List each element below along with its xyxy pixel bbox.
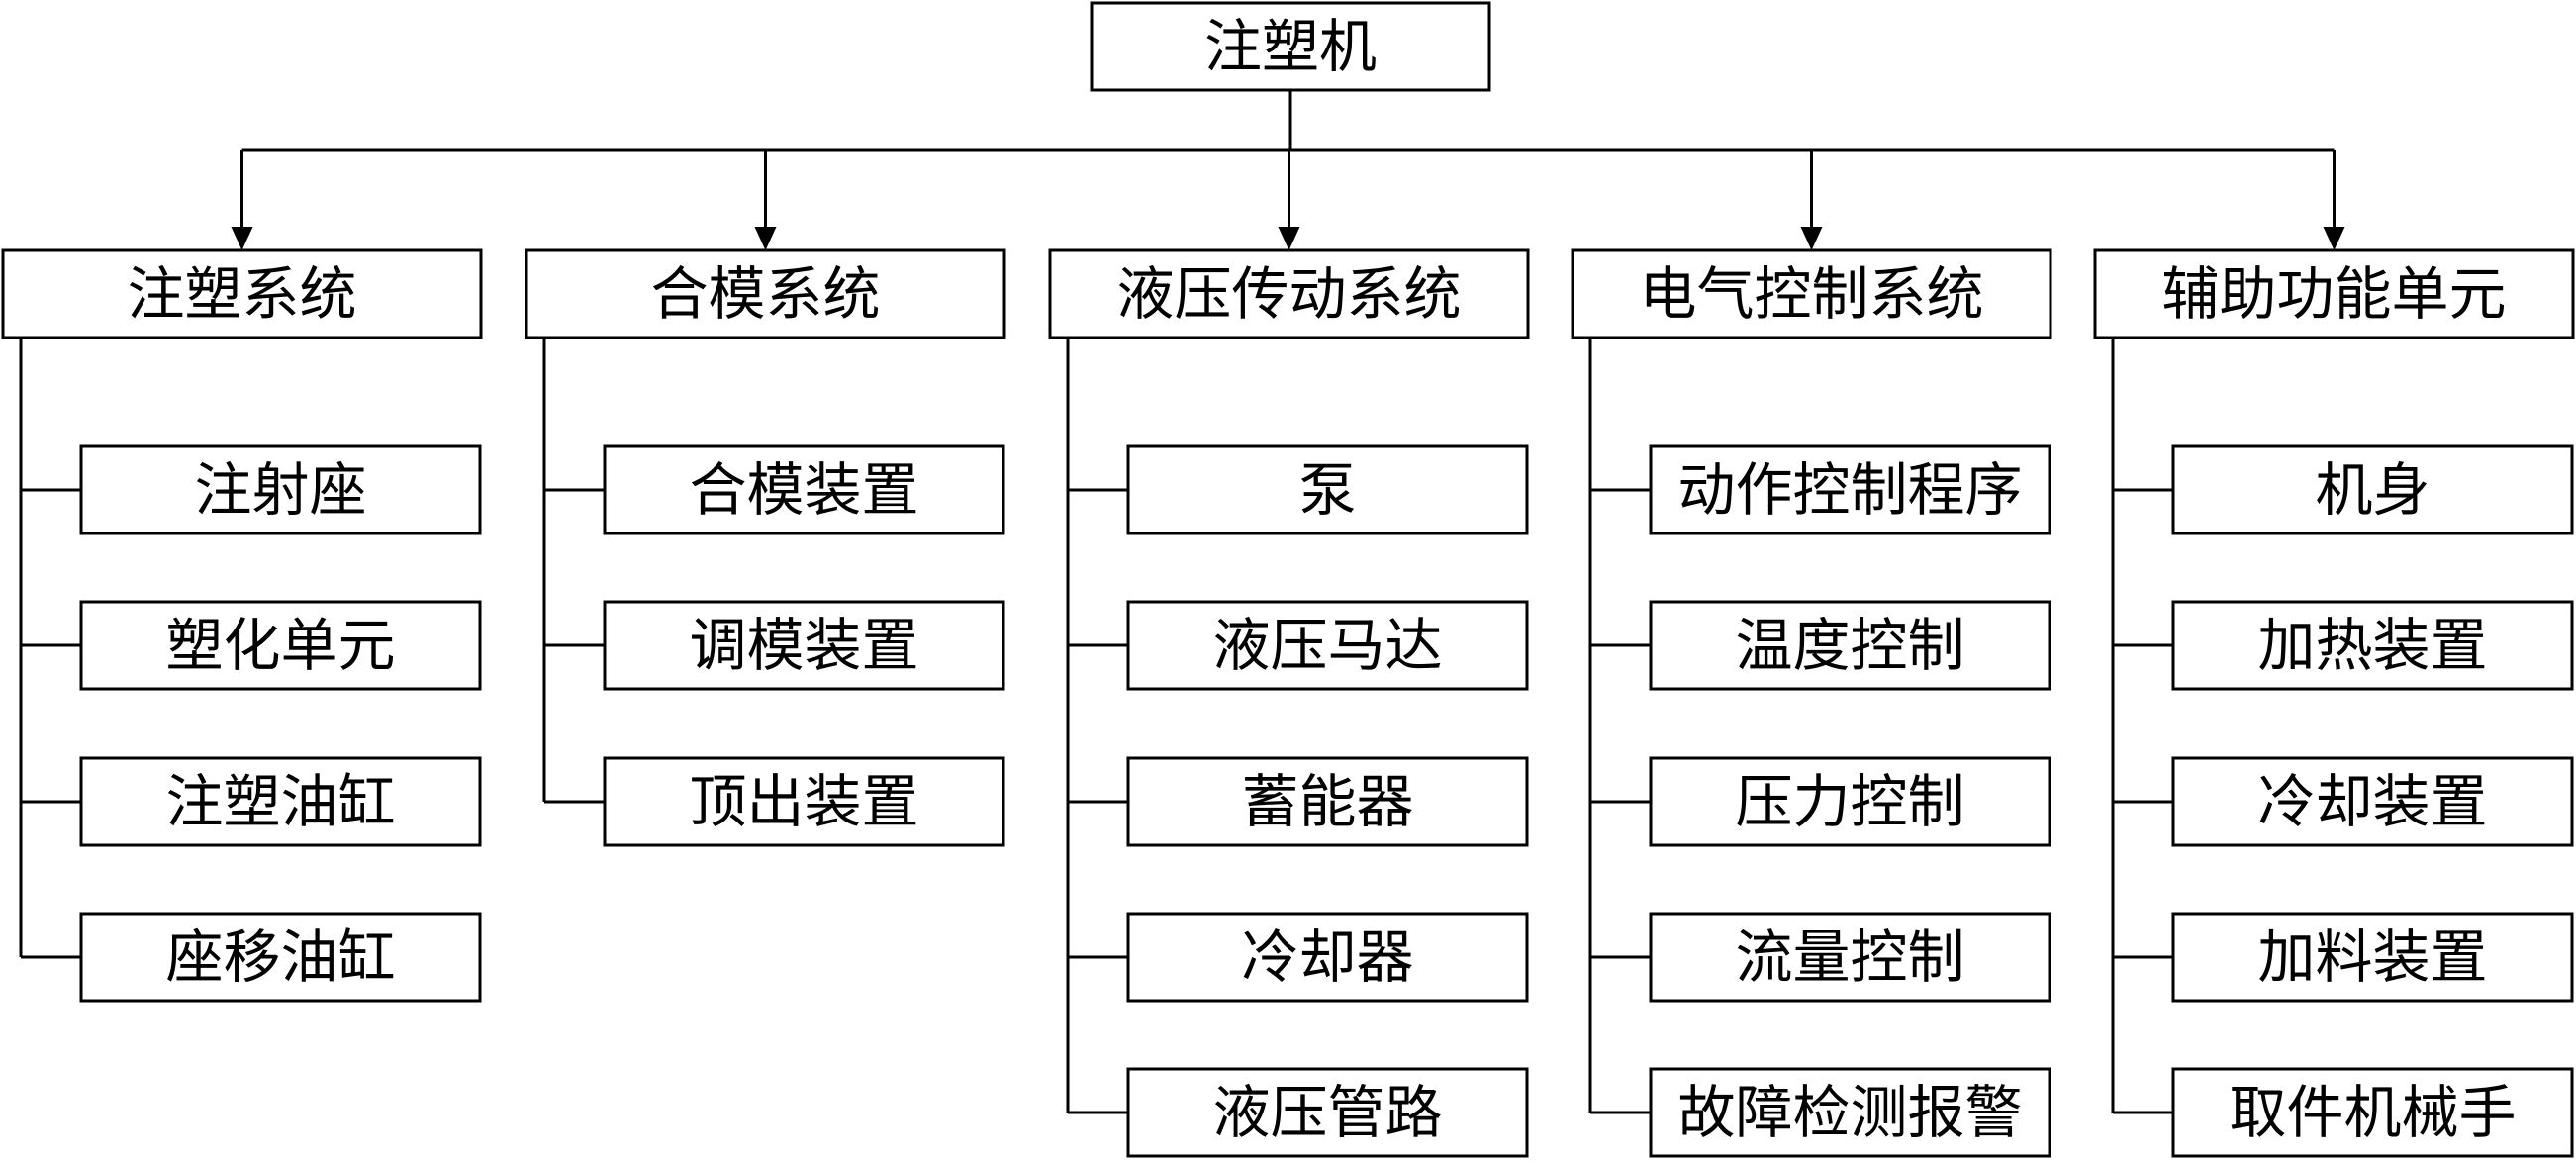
leaf-label: 取件机械手 [2229, 1079, 2516, 1146]
leaf-node: 注射座 [79, 444, 482, 535]
leaf-label: 机身 [2315, 456, 2430, 524]
leaf-node: 压力控制 [1649, 756, 2051, 847]
leaf-label: 温度控制 [1735, 612, 1964, 679]
leaf-label: 动作控制程序 [1677, 456, 2022, 524]
leaf-node: 加料装置 [2171, 912, 2574, 1003]
leaf-label: 合模装置 [689, 456, 918, 524]
arrowhead-icon [231, 227, 253, 250]
leaf-label: 压力控制 [1735, 768, 1964, 835]
leaf-label: 故障检测报警 [1677, 1079, 2022, 1146]
leaf-node: 座移油缸 [79, 912, 482, 1003]
category-label: 合模系统 [650, 260, 880, 328]
leaf-node: 动作控制程序 [1649, 444, 2051, 535]
category-label: 辅助功能单元 [2161, 260, 2506, 328]
leaf-label: 加料装置 [2257, 923, 2487, 991]
leaf-node: 流量控制 [1649, 912, 2051, 1003]
leaf-label: 调模装置 [689, 612, 918, 679]
leaf-label: 液压马达 [1212, 612, 1442, 679]
leaf-label: 蓄能器 [1241, 768, 1413, 835]
leaf-node: 加热装置 [2171, 600, 2574, 691]
leaf-label: 加热装置 [2257, 612, 2487, 679]
leaf-node: 机身 [2171, 444, 2574, 535]
category-node: 电气控制系统 [1571, 248, 2052, 339]
leaf-node: 冷却装置 [2171, 756, 2574, 847]
leaf-label: 注塑油缸 [165, 768, 395, 835]
leaf-label: 座移油缸 [165, 923, 395, 991]
category-node: 辅助功能单元 [2093, 248, 2575, 339]
leaf-node: 液压马达 [1126, 600, 1529, 691]
category-label: 电气控制系统 [1639, 260, 1983, 328]
arrowhead-icon [1278, 227, 1300, 250]
leaf-node: 故障检测报警 [1649, 1067, 2051, 1158]
leaf-label: 冷却装置 [2257, 768, 2487, 835]
arrowhead-icon [2323, 227, 2345, 250]
category-label: 注塑系统 [127, 260, 356, 328]
leaf-label: 顶出装置 [689, 768, 918, 835]
leaf-node: 取件机械手 [2171, 1067, 2574, 1158]
leaf-node: 塑化单元 [79, 600, 482, 691]
root-label: 注塑机 [1204, 13, 1377, 80]
leaf-node: 温度控制 [1649, 600, 2051, 691]
leaf-label: 冷却器 [1241, 923, 1413, 991]
connectors [19, 90, 2345, 1114]
leaf-node: 冷却器 [1126, 912, 1529, 1003]
arrowhead-icon [754, 227, 777, 250]
category-label: 液压传动系统 [1116, 260, 1461, 328]
leaf-node: 合模装置 [603, 444, 1005, 535]
category-node: 液压传动系统 [1048, 248, 1530, 339]
root-node: 注塑机 [1090, 1, 1491, 92]
leaf-node: 注塑油缸 [79, 756, 482, 847]
leaf-label: 流量控制 [1735, 923, 1964, 991]
leaf-label: 注射座 [194, 456, 366, 524]
leaf-label: 泵 [1298, 456, 1356, 524]
arrowhead-icon [1800, 227, 1823, 250]
category-node: 注塑系统 [1, 248, 483, 339]
leaf-node: 液压管路 [1126, 1067, 1529, 1158]
leaf-node: 蓄能器 [1126, 756, 1529, 847]
leaf-node: 调模装置 [603, 600, 1005, 691]
leaf-label: 液压管路 [1212, 1079, 1442, 1146]
leaf-label: 塑化单元 [165, 612, 395, 679]
category-node: 合模系统 [525, 248, 1006, 339]
leaf-node: 顶出装置 [603, 756, 1005, 847]
leaf-node: 泵 [1126, 444, 1529, 535]
